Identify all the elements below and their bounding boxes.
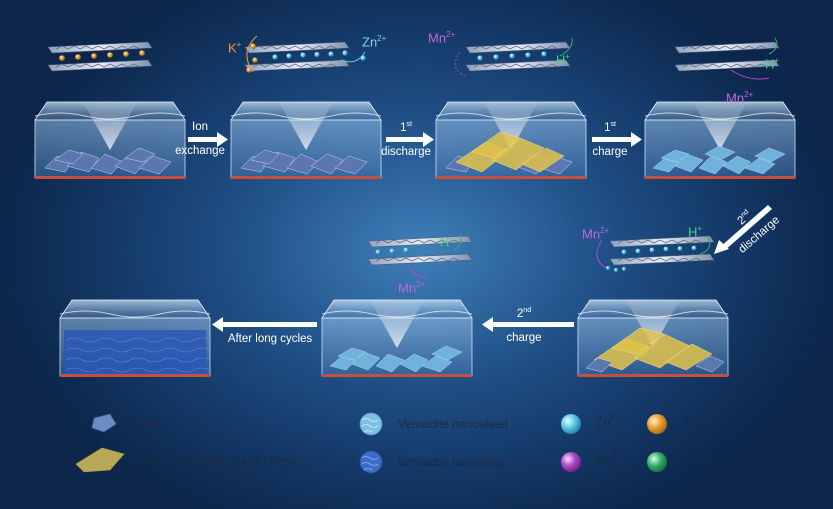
legend-k-label: K+	[684, 413, 697, 428]
mno2-flake-icon	[91, 413, 117, 433]
legend-zn-label: Zn2+	[596, 413, 620, 428]
legend-icons	[75, 412, 667, 474]
mn-ion-label-step6: Mn2+	[398, 280, 426, 296]
tray-1	[34, 101, 186, 180]
step-long-cycles-label: After long cycles	[227, 333, 313, 345]
legend-zhs-label: ZnSO4·3Zn(OH)2·5H2O (ZHS)	[136, 455, 296, 472]
k-ion-icon	[647, 414, 667, 434]
h-ion-label-step6: H+	[440, 234, 455, 250]
step-first-charge-label: 1st charge	[592, 121, 628, 158]
arrow-long-cycles	[212, 317, 317, 332]
mn-ion-label-step3: Mn2+	[428, 30, 456, 46]
layer-stack-4	[674, 37, 780, 80]
zn-ion-icon	[561, 414, 581, 434]
zn-ion-label: Zn2+	[362, 34, 387, 50]
layer-stack-3	[454, 37, 573, 77]
layer-stack-6	[367, 233, 473, 278]
tray-2	[230, 101, 382, 180]
legend-mn-label: Mn2+	[596, 451, 622, 466]
tray-5	[577, 299, 729, 378]
zhs-flake-icon	[75, 447, 125, 473]
legend-nanosheet-label: Vernadite nanosheet	[398, 417, 509, 431]
tray-7	[59, 299, 211, 378]
h-ion-icon	[647, 452, 667, 472]
arrow-first-charge	[592, 132, 642, 147]
layer-stack-2	[244, 35, 366, 73]
step-second-charge-label: 2nd charge	[506, 307, 542, 344]
layer-stack-5	[596, 235, 715, 272]
legend-mno2-label: δ-MnO2	[128, 417, 170, 434]
step-first-discharge-label: 1st discharge	[381, 121, 431, 158]
h-ion-label-step3: H+	[556, 52, 571, 68]
tray-4	[644, 101, 796, 180]
arrow-second-charge	[482, 317, 574, 332]
process-arrows	[188, 132, 772, 332]
mn-ion-label-step4: Mn2+	[726, 90, 754, 106]
tray-6	[321, 299, 473, 378]
arrow-first-discharge	[386, 132, 434, 147]
mn-ion-label-step5: Mn2+	[582, 226, 610, 242]
layer-stack-1	[47, 41, 153, 72]
k-ion-label: K+	[228, 40, 242, 56]
tray-3	[435, 101, 587, 180]
arrow-ion-exchange	[188, 132, 228, 147]
h-ion-label-step4: H+	[765, 56, 780, 72]
step-ion-exchange-label: Ion exchange	[175, 121, 225, 157]
h-ion-label-step5: H+	[688, 224, 703, 240]
legend-nanoplate-label: Vernadite nanoplate	[398, 455, 505, 469]
arrow-second-discharge	[714, 205, 772, 254]
legend-h-label: H+	[684, 451, 698, 466]
mn-ion-icon	[561, 452, 581, 472]
